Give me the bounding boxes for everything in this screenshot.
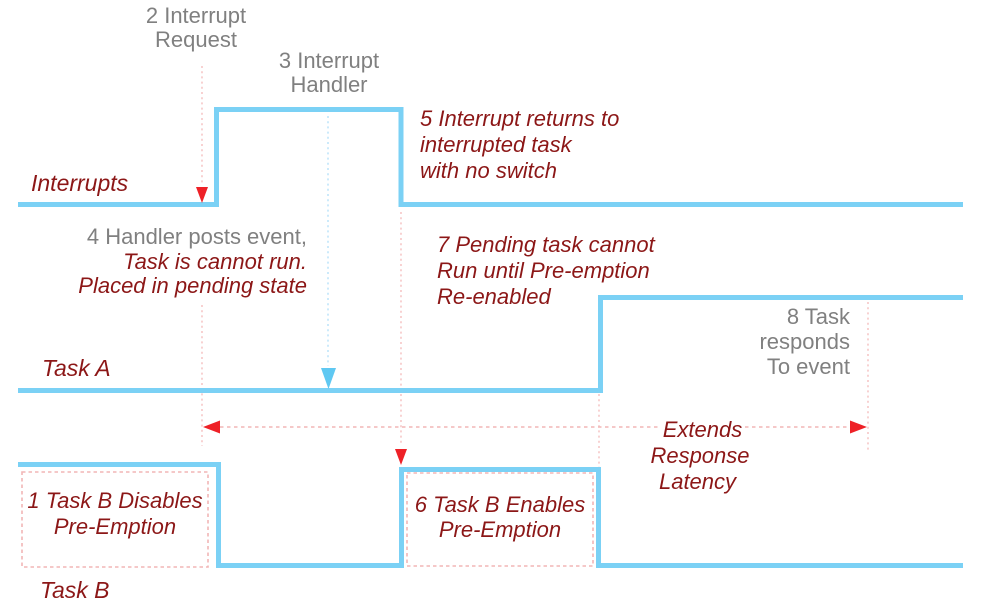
interrupt-request-arrow-icon [196,187,208,203]
interrupts-trace [18,107,963,207]
annotation-task-b-enables: 6 Task B Enables Pre-Emption [414,492,586,542]
latency-left-arrow-icon [203,420,220,434]
annotation-interrupt-returns: 5 Interrupt returns to interrupted task … [420,106,620,183]
annotation-interrupt-request: 2 Interrupt Request [145,3,247,52]
annotation-interrupt-handler: 3 Interrupt Handler [278,48,380,97]
disable-preemption-box [21,471,209,568]
latency-right-arrow-icon [850,420,867,434]
annotation-extends-latency: Extends Response Latency [600,391,800,495]
handler-post-arrow-icon [321,368,336,389]
annotation-handler-posts-event: 4 Handler posts event, [86,224,307,249]
interrupts-signal-label: Interrupts [31,170,129,196]
task-a-signal-label: Task A [42,355,111,381]
enable-preemption-box [406,472,594,567]
annotation-task-b-disables: 1 Task B Disables Pre-Emption [27,488,203,539]
preemption-enable-arrow-icon [395,449,407,465]
annotation-pending-task: 7 Pending task cannot Run until Pre-empt… [437,232,655,309]
task-b-trace [18,462,963,568]
annotation-task-responds: 8 Task responds To event [759,304,850,379]
task-a-trace [18,295,963,393]
task-b-signal-label: Task B [40,577,110,603]
extends-latency-text: Extends Response Latency [650,417,750,494]
annotation-task-pending-state: Task is cannot run. Placed in pending st… [78,249,307,298]
